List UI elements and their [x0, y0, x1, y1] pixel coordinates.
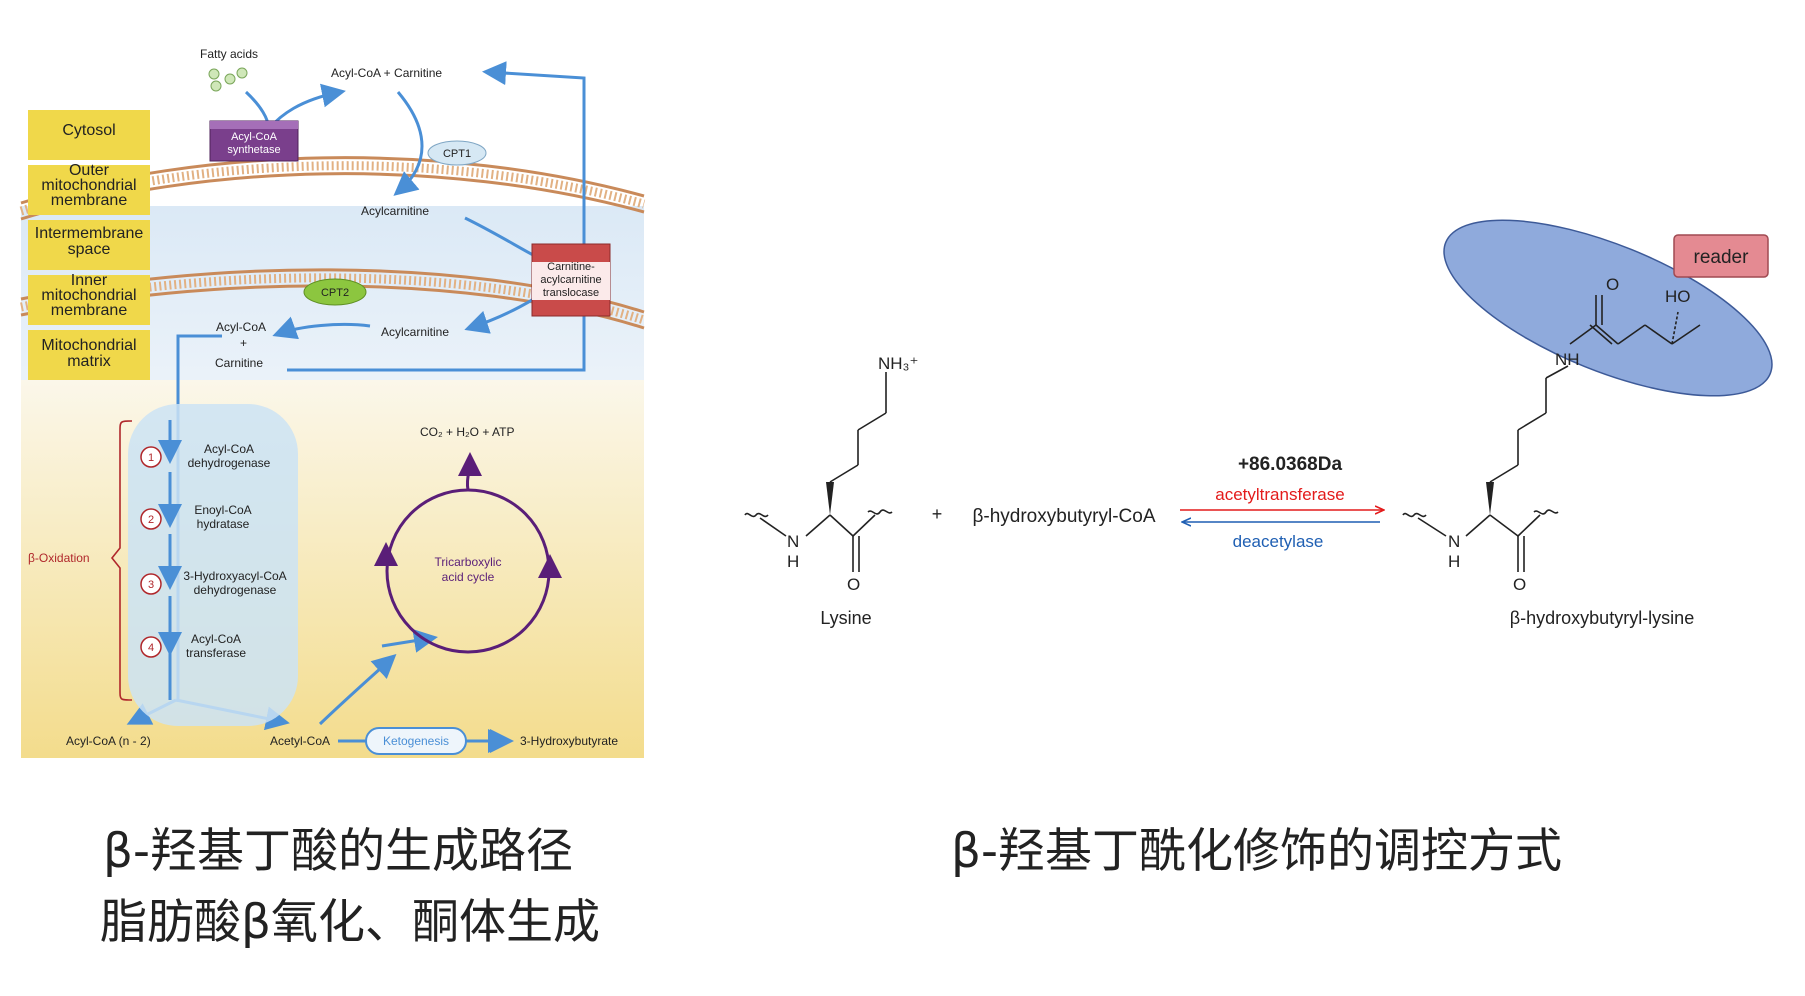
- reagent-label: β-hydroxybutyryl-CoA: [972, 506, 1155, 527]
- plus-label: +: [240, 336, 247, 350]
- step-number-circle: [140, 573, 162, 595]
- step-number-circle: [140, 446, 162, 468]
- acyl-coa-label: Acyl-CoA: [216, 320, 266, 334]
- label-box-cytosol: [28, 110, 150, 160]
- nh3-label: NH₃⁺: [878, 354, 918, 373]
- cpt1-enzyme: CPT1: [427, 140, 487, 166]
- ketogenesis-label: Ketogenesis: [383, 734, 449, 748]
- lysine-name: Lysine: [820, 608, 871, 628]
- svg-text:CPT2: CPT2: [321, 287, 349, 299]
- deacetylase-label: deacetylase: [1233, 532, 1324, 551]
- mass-shift-label: +86.0368Da: [1238, 454, 1342, 475]
- fatty-acid-droplets: [208, 67, 248, 92]
- reader-tag: [1673, 234, 1769, 278]
- reader-protein-ellipse: [1443, 219, 1773, 397]
- lysine-structure: [744, 372, 893, 572]
- reader-label: reader: [1694, 247, 1750, 268]
- hydroxybutyryl-lysine-structure: [1402, 295, 1701, 572]
- label-box-matrix: [28, 330, 150, 380]
- co2-h2o-atp-label: CO₂ + H₂O + ATP: [420, 425, 514, 439]
- cpt2-enzyme: CPT2: [303, 278, 367, 306]
- label-box-outer-membrane: [28, 165, 150, 215]
- label-box-intermembrane: [28, 220, 150, 270]
- step-number: 2: [148, 514, 154, 526]
- hydroxyl-label: HO: [1665, 287, 1691, 306]
- left-caption-line1: β-羟基丁酸的生成路径: [103, 824, 573, 879]
- carbonyl-o-label: O: [1606, 275, 1619, 294]
- beta-oxidation-label: β-Oxidation: [28, 551, 90, 565]
- svg-text:CPT1: CPT1: [443, 148, 471, 160]
- step-number-circle: [140, 508, 162, 530]
- lysine-h-label: H: [787, 552, 799, 571]
- plus-sign: +: [932, 504, 943, 524]
- fatty-acids-label: Fatty acids: [200, 47, 258, 61]
- acylcarnitine-upper-label: Acylcarnitine: [361, 204, 429, 218]
- acetyltransferase-label: acetyltransferase: [1215, 485, 1344, 504]
- step-number-circle: [140, 636, 162, 658]
- acetyl-coa-label: Acetyl-CoA: [270, 734, 330, 748]
- right-reaction-panel: NH₃⁺ N H O Lysine + β-hydroxybutyryl-CoA…: [744, 219, 1773, 628]
- beta-oxidation-bracket: [110, 420, 133, 701]
- label-box-inner-membrane: [28, 275, 150, 325]
- compartment-label: Cytosol: [62, 122, 115, 139]
- hydroxybutyrate-label: 3-Hydroxybutyrate: [520, 734, 618, 748]
- acylcarnitine-lower-label: Acylcarnitine: [381, 325, 449, 339]
- product-h-label: H: [1448, 552, 1460, 571]
- product-n-label: N: [1448, 532, 1460, 551]
- product-o-label: O: [1513, 575, 1526, 594]
- amide-nh-label: NH: [1555, 350, 1580, 369]
- step-number: 3: [148, 579, 154, 591]
- acyl-coa-n2-label: Acyl-CoA (n - 2): [66, 734, 151, 748]
- lysine-n-label: N: [787, 532, 799, 551]
- product-name: β-hydroxybutyryl-lysine: [1510, 608, 1694, 628]
- lysine-o-label: O: [847, 575, 860, 594]
- carnitine-label: Carnitine: [215, 356, 263, 370]
- left-caption-line2: 脂肪酸β氧化、酮体生成: [100, 895, 600, 950]
- step-number: 4: [148, 642, 154, 654]
- step-number: 1: [148, 452, 154, 464]
- right-caption: β-羟基丁酰化修饰的调控方式: [951, 824, 1562, 879]
- acyl-coa-carnitine-label: Acyl-CoA + Carnitine: [331, 66, 442, 80]
